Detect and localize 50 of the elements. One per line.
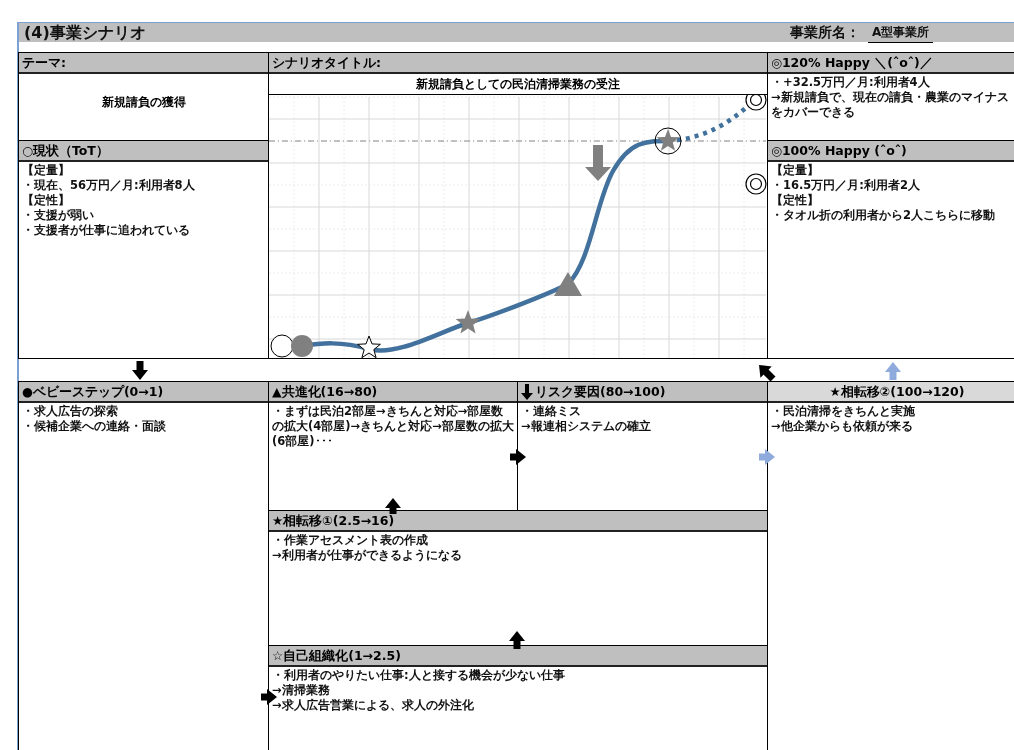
panel-text: →他企業からも依頼が来る — [771, 419, 914, 434]
panel-text: →利用者が仕事ができるようになる — [272, 548, 463, 563]
panel-text: ・支援者が仕事に追われている — [22, 223, 191, 238]
panel-text: 【定性】 — [22, 193, 71, 208]
panel-heading: ★相転移①(2.5→16) — [272, 512, 395, 530]
panel-text: ・民泊清掃をきちんと実施 — [771, 404, 916, 419]
panel-text: ・作業アセスメント表の作成 — [272, 533, 429, 548]
field-label: 事業所名： — [790, 23, 860, 42]
panel-heading: ▲共進化(16→80) — [272, 383, 378, 401]
block-arrow — [509, 631, 525, 649]
panel-heading: ○現状（ToT） — [22, 142, 109, 160]
panel-heading: リスク要因(80→100) — [535, 383, 666, 401]
panel-text: ・タオル折の利用者から2人こちらに移動 — [771, 208, 996, 223]
panel-text: 【定量】 — [771, 163, 820, 178]
panel-text: ・支援が弱い — [22, 208, 95, 223]
panel-heading: ●ベビーステップ(0→1) — [22, 383, 164, 401]
panel-heading: ☆自己組織化(1→2.5) — [272, 647, 401, 665]
panel-heading: シナリオタイトル: — [269, 53, 767, 74]
panel-text: ・候補企業への連絡・面談 — [22, 419, 167, 434]
block-arrow — [261, 689, 277, 705]
panel-text: 【定量】 — [22, 163, 71, 178]
panel-text: ・利用者のやりたい仕事:人と接する機会が少ない仕事 — [272, 668, 566, 683]
panel-heading: ★相転移②(100→120) — [829, 383, 965, 401]
panel-text: ・+32.5万円／月:利用者4人 — [771, 75, 931, 90]
panel-text: ・連絡ミス — [521, 404, 582, 419]
panel-text: →報連相システムの確立 — [521, 419, 652, 434]
panel-text: ・現在、56万円／月:利用者8人 — [22, 178, 196, 193]
panel-heading: ◎120% Happy ＼(ˆoˆ)／ — [771, 54, 933, 72]
panel-heading: テーマ: — [19, 53, 268, 74]
panel-text: 【定性】 — [771, 193, 820, 208]
panel-text: ・求人広告の探索 — [22, 404, 119, 419]
panel — [18, 52, 269, 141]
block-arrow — [885, 362, 901, 380]
field-value: A型事業所 — [868, 23, 934, 43]
panel-text: →清掃業務 — [272, 683, 331, 698]
panel-heading: ◎100% Happy (ˆoˆ) — [771, 142, 907, 160]
panel-text: →求人広告営業による、求人の外注化 — [272, 698, 475, 713]
panel-text: 新規請負の獲得 — [100, 94, 187, 111]
panel — [18, 381, 269, 750]
block-arrow — [132, 361, 148, 380]
panel-text: ・16.5万円／月:利用者2人 — [771, 178, 921, 193]
block-arrow — [510, 449, 526, 465]
block-arrow — [385, 498, 401, 514]
scenario-title: 新規請負としての民泊清掃業務の受注 — [269, 74, 767, 95]
page-title: (4)事業シナリオ — [24, 23, 146, 42]
panel — [18, 140, 269, 359]
panel-text: →新規請負で、現在の請負・農業のマイナスをカバーできる — [771, 90, 1010, 120]
block-arrow — [759, 365, 776, 382]
panel-text: ・まずは民泊2部屋→きちんと対応→部屋数の拡大(4部屋)→きちんと対応→部屋数の拡大(6部屋)･･･ — [272, 404, 514, 449]
panel — [767, 140, 1014, 359]
